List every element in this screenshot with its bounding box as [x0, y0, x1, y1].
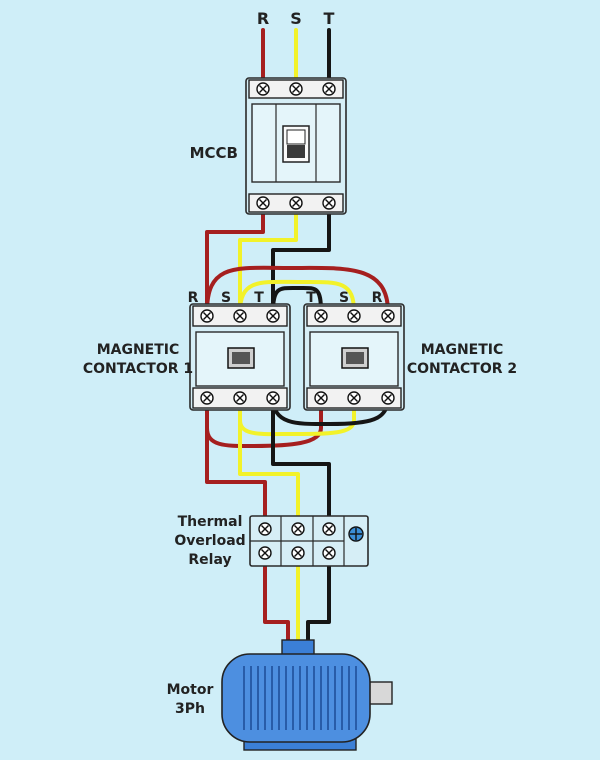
motor-cooling-fins — [243, 666, 357, 730]
mccb-top-screw-3 — [322, 82, 336, 96]
wire-t-top-link — [271, 285, 323, 314]
relay-bottom-screw-1 — [258, 546, 272, 560]
wire-s-mccb-to-c1 — [238, 210, 298, 314]
wire-r-relay-to-motor — [263, 563, 290, 650]
relay-bottom-screw-3 — [322, 546, 336, 560]
contactor-2-label-line2: CONTACTOR 2 — [407, 361, 517, 377]
contactor-1-top-screw-2 — [233, 309, 247, 323]
contactor-2-top-screw-2 — [347, 309, 361, 323]
contactor-2-terminal-label-r: R — [372, 290, 383, 306]
mccb — [245, 77, 347, 215]
contactor-1-bottom-screw-3 — [266, 391, 280, 405]
contactor-2-terminal-label-s: S — [339, 290, 349, 306]
relay-test-button[interactable] — [348, 526, 364, 542]
relay-top-screw-2 — [291, 522, 305, 536]
relay-label-line1: Thermal — [178, 514, 243, 530]
wire-r-top-link — [205, 265, 390, 314]
mccb-bottom-screw-1 — [256, 196, 270, 210]
mccb-label: MCCB — [190, 144, 238, 162]
motor-label-line1: Motor — [167, 682, 214, 698]
contactor-2-top-screw-3 — [381, 309, 395, 323]
contactor-2-bottom-screw-1 — [314, 391, 328, 405]
wire-r-c1-to-relay — [205, 426, 267, 522]
contactor-1-bottom-screw-1 — [200, 391, 214, 405]
contactor-1-indicator — [227, 347, 255, 369]
wire-s-bottom-link — [238, 396, 356, 437]
contactor-1-terminal-label-s: S — [221, 290, 231, 306]
wire-t-c1-to-relay — [271, 396, 331, 522]
wire-r-bottom-link — [205, 396, 323, 448]
wire-s-top-link — [238, 279, 356, 314]
contactor-2-bottom-screw-2 — [347, 391, 361, 405]
wire-t-bottom-link — [271, 396, 390, 427]
contactor-1-terminal-label-r: R — [188, 290, 199, 306]
relay-top-screw-1 — [258, 522, 272, 536]
motor-3ph — [221, 639, 393, 751]
mccb-bottom-screw-2 — [289, 196, 303, 210]
contactor-1-terminal-label-t: T — [254, 290, 264, 306]
mccb-breaker-handle[interactable] — [282, 125, 310, 163]
contactor-1-label-line2: CONTACTOR 1 — [83, 361, 193, 377]
mccb-bottom-screw-3 — [322, 196, 336, 210]
wire-r-mccb-to-c1 — [205, 210, 265, 314]
thermal-overload-relay — [249, 515, 369, 567]
mccb-top-screw-2 — [289, 82, 303, 96]
contactor-1-top-screw-3 — [266, 309, 280, 323]
relay-label-line2: Overload — [174, 533, 245, 549]
contactor-1-label-line1: MAGNETIC — [97, 342, 180, 358]
motor-label-line2: 3Ph — [175, 701, 205, 717]
relay-bottom-screw-2 — [291, 546, 305, 560]
contactor-2-top-screw-1 — [314, 309, 328, 323]
contactor-1-bottom-screw-2 — [233, 391, 247, 405]
mccb-top-screw-1 — [256, 82, 270, 96]
contactor-1-top-screw-1 — [200, 309, 214, 323]
wire-t-relay-to-motor — [306, 563, 331, 650]
terminal-screws — [200, 82, 395, 560]
wire-s-c1-to-relay — [238, 418, 300, 522]
contactor-2-terminal-label-t: T — [306, 290, 316, 306]
contactor-2-bottom-screw-3 — [381, 391, 395, 405]
contactor-2-indicator — [341, 347, 369, 369]
phase-label-t: T — [324, 9, 335, 28]
phase-label-r: R — [257, 9, 269, 28]
magnetic-contactor-2 — [303, 303, 405, 411]
relay-top-screw-3 — [322, 522, 336, 536]
wires — [205, 28, 390, 650]
contactor-2-label-line1: MAGNETIC — [421, 342, 504, 358]
relay-label-line3: Relay — [188, 552, 231, 568]
phase-label-s: S — [290, 9, 302, 28]
